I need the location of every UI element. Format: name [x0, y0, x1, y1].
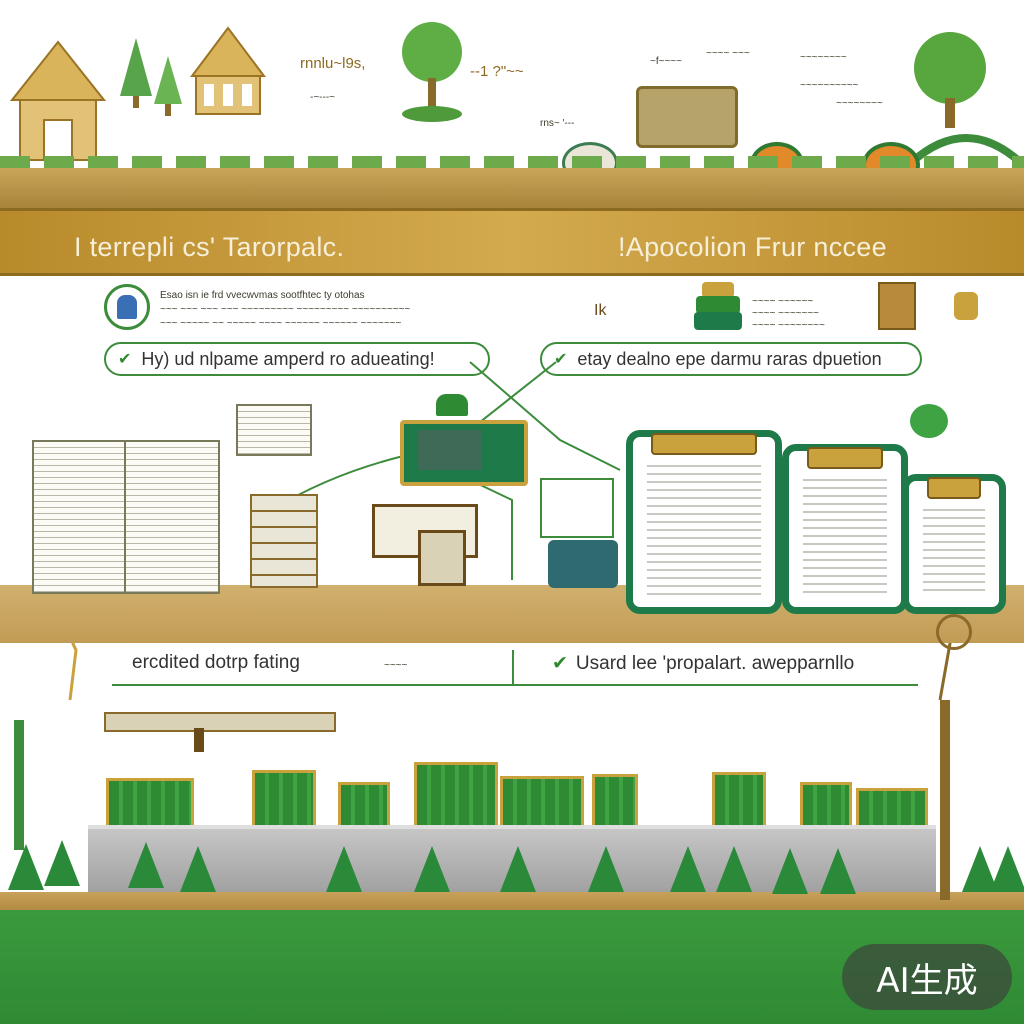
pine-tree-icon	[588, 846, 624, 892]
info-right-line: ~~~~ ~~~~~~~~	[752, 320, 825, 331]
pine-tree-icon	[820, 848, 856, 894]
solar-panel	[338, 782, 390, 830]
ai-generated-badge: AI生成	[842, 944, 1012, 1010]
machine-group	[548, 540, 618, 588]
solar-panel	[592, 774, 638, 830]
lower-label-right: ✔ Usard lee 'propalart. awepparnllo	[552, 652, 854, 675]
info-text-line: ~~~ ~~~~~ ~~ ~~~~~ ~~~~ ~~~~~~ ~~~~~~ ~~…	[160, 318, 402, 329]
lower-label-middle: ~~~~	[384, 660, 408, 671]
tree-icon	[914, 32, 986, 128]
lower-divider-tick	[512, 650, 514, 684]
pill-left: ✔ Hy) ud nlpame amperd ro adueating!	[104, 342, 490, 376]
band-title-right: !Apocolion Frur nccee	[618, 232, 887, 262]
pill-text: Hy) ud nlpame amperd ro adueating!	[141, 348, 435, 369]
plant-icon	[910, 404, 948, 438]
person-icon	[117, 295, 137, 319]
check-icon: ✔	[554, 351, 568, 368]
info-right-line: ~~~~ ~~~~~~	[752, 296, 814, 307]
lamp-ring-icon	[936, 614, 972, 650]
monitor-top	[436, 394, 468, 416]
pine-tree-icon	[154, 56, 182, 116]
house-icon	[10, 40, 106, 161]
grass-strip	[0, 156, 1024, 168]
scribble-label: --1 ?"~~	[470, 63, 524, 80]
house-icon	[190, 26, 266, 115]
info-card	[540, 478, 614, 538]
pot-icon	[954, 292, 978, 320]
solar-panel	[252, 770, 316, 830]
lower-divider	[112, 684, 918, 686]
notes-line: ~~~~~~~~	[800, 52, 847, 63]
filing-machine	[626, 430, 782, 614]
pine-tree-icon	[326, 846, 362, 892]
check-icon: ✔	[118, 351, 132, 368]
notes-line: ~~~~ ~~~	[706, 48, 750, 59]
solar-panel	[800, 782, 852, 830]
top-scene: rnnlu~l9s, --1 ?"~~ -~---~ rns~ '--- ~f~…	[0, 0, 1024, 188]
title-band	[0, 208, 1024, 276]
solar-panel	[712, 772, 766, 830]
lower-label-right-text: Usard lee 'propalart. awepparnllo	[575, 653, 855, 674]
lamp-post	[940, 700, 950, 900]
posts	[194, 728, 204, 752]
info-right-line: ~~~~ ~~~~~~~	[752, 308, 820, 319]
pine-tree-icon	[990, 846, 1024, 892]
pine-tree-icon	[500, 846, 536, 892]
check-icon: ✔	[552, 653, 568, 674]
solar-panel	[414, 762, 498, 830]
pine-tree-icon	[414, 846, 450, 892]
stack-icon	[694, 282, 742, 330]
workstation-cart	[418, 530, 466, 586]
notes-line: ~~~~~~~~~~	[800, 80, 859, 91]
shelf-rail	[104, 712, 336, 732]
pine-tree-icon	[128, 842, 164, 888]
hedge-arc	[909, 134, 1023, 166]
pine-tree-icon	[772, 848, 808, 894]
document-sheet	[124, 440, 220, 594]
dirt-strip	[0, 892, 1024, 912]
display-case	[636, 86, 738, 148]
info-text-line: ~~~ ~~~ ~~~ ~~~ ~~~~~~~~~ ~~~~~~~~~ ~~~~…	[160, 304, 411, 315]
pine-tree-icon	[180, 846, 216, 892]
scribble-label: ~f~~~~	[650, 56, 682, 67]
scribble-label: rns~ '---	[540, 118, 575, 129]
band-title-left: I terrepli cs' Tarorpalc.	[74, 232, 345, 262]
bookshelf	[250, 494, 318, 588]
profile-icon	[104, 284, 150, 330]
pine-tree-icon	[8, 844, 44, 890]
pine-tree-icon	[120, 38, 152, 108]
info-mid-glyph: Ik	[594, 302, 607, 319]
pine-tree-icon	[716, 846, 752, 892]
box-icon	[878, 282, 916, 330]
pine-tree-icon	[670, 846, 706, 892]
filing-machine	[782, 444, 908, 614]
pill-right: ✔ etay dealno epe darmu raras dpuetion	[540, 342, 922, 376]
pill-text: etay dealno epe darmu raras dpuetion	[577, 348, 882, 369]
scribble-label: -~---~	[310, 92, 335, 103]
monitor-screen	[400, 420, 528, 486]
solar-panel	[106, 778, 194, 830]
top-ground	[0, 168, 1024, 208]
tall-tree-icon	[14, 720, 24, 850]
document-card	[236, 404, 312, 456]
document-sheet	[32, 440, 126, 594]
filing-machine	[902, 474, 1006, 614]
lower-label-left: ercdited dotrp fating	[132, 652, 300, 673]
solar-panel	[856, 788, 928, 830]
scribble-label: rnnlu~l9s,	[300, 55, 366, 72]
notes-line: ~~~~~~~~	[836, 98, 883, 109]
pine-tree-icon	[44, 840, 80, 886]
tree-icon	[402, 22, 462, 122]
info-text-line: Esao isn ie frd vvecwvmas sootfhtec ty o…	[160, 290, 365, 301]
solar-panel	[500, 776, 584, 830]
